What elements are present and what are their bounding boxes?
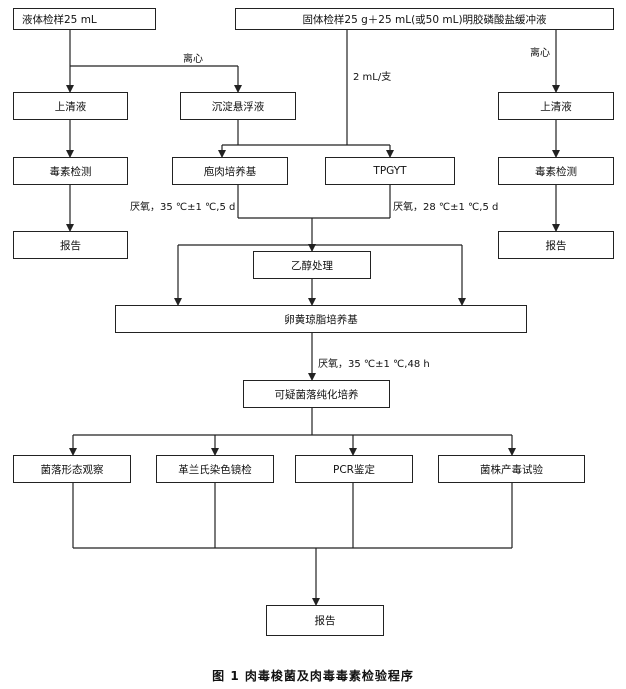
tpgyt-medium-box: TPGYT	[325, 157, 455, 185]
supernatant-left-box: 上清液	[13, 92, 128, 120]
report-bottom-box: 报告	[266, 605, 384, 636]
gram-stain-box: 革兰氏染色镜检	[156, 455, 274, 483]
pcr-identification-box: PCR鉴定	[295, 455, 413, 483]
toxin-test-right-box: 毒素检测	[498, 157, 614, 185]
anaerobic-tpgyt-label: 厌氧，28 ℃±1 ℃,5 d	[393, 202, 499, 213]
solid-sample-box: 固体检样25 g＋25 mL(或50 mL)明胶磷酸盐缓冲液	[235, 8, 614, 30]
cooked-meat-medium-box: 庖肉培养基	[172, 157, 288, 185]
ethanol-treatment-box: 乙醇处理	[253, 251, 371, 279]
inoculum-label: 2 mL/支	[353, 72, 392, 83]
supernatant-right-box: 上清液	[498, 92, 614, 120]
centrifuge-right-label: 离心	[530, 48, 550, 59]
figure-caption: 图 1 肉毒梭菌及肉毒毒素检验程序	[212, 669, 414, 683]
strain-toxin-test-box: 菌株产毒试验	[438, 455, 585, 483]
report-left-box: 报告	[13, 231, 128, 259]
toxin-test-left-box: 毒素检测	[13, 157, 128, 185]
centrifuge-left-label: 离心	[183, 54, 203, 65]
liquid-sample-box: 液体检样25 mL	[13, 8, 156, 30]
anaerobic-cooked-meat-label: 厌氧，35 ℃±1 ℃,5 d	[130, 202, 236, 213]
report-right-box: 报告	[498, 231, 614, 259]
egg-yolk-agar-box: 卵黄琼脂培养基	[115, 305, 527, 333]
anaerobic-egg-yolk-label: 厌氧，35 ℃±1 ℃,48 h	[318, 359, 430, 370]
colony-morphology-box: 菌落形态观察	[13, 455, 131, 483]
sediment-suspension-box: 沉淀悬浮液	[180, 92, 296, 120]
suspect-colony-purification-box: 可疑菌落纯化培养	[243, 380, 390, 408]
